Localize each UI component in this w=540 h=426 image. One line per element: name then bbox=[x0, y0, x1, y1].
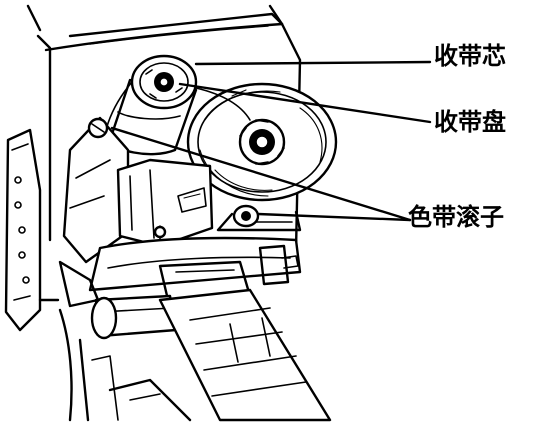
lower-mechanism bbox=[38, 236, 332, 422]
callout-ribbon-roller: 色带滚子 bbox=[408, 203, 504, 231]
leader-takeup-core bbox=[194, 60, 432, 66]
takeup-spool bbox=[186, 82, 338, 202]
leader-roller-upper bbox=[110, 126, 412, 222]
callout-takeup-spool: 收带盘 bbox=[434, 108, 506, 136]
leader-takeup-spool bbox=[178, 82, 432, 124]
callout-takeup-core: 收带芯 bbox=[434, 42, 506, 70]
leader-roller-lower bbox=[256, 212, 412, 222]
printhead-assembly bbox=[62, 116, 214, 264]
printer-housing bbox=[4, 4, 302, 332]
ribbon-roller bbox=[216, 204, 302, 232]
leader-lines bbox=[110, 60, 432, 222]
